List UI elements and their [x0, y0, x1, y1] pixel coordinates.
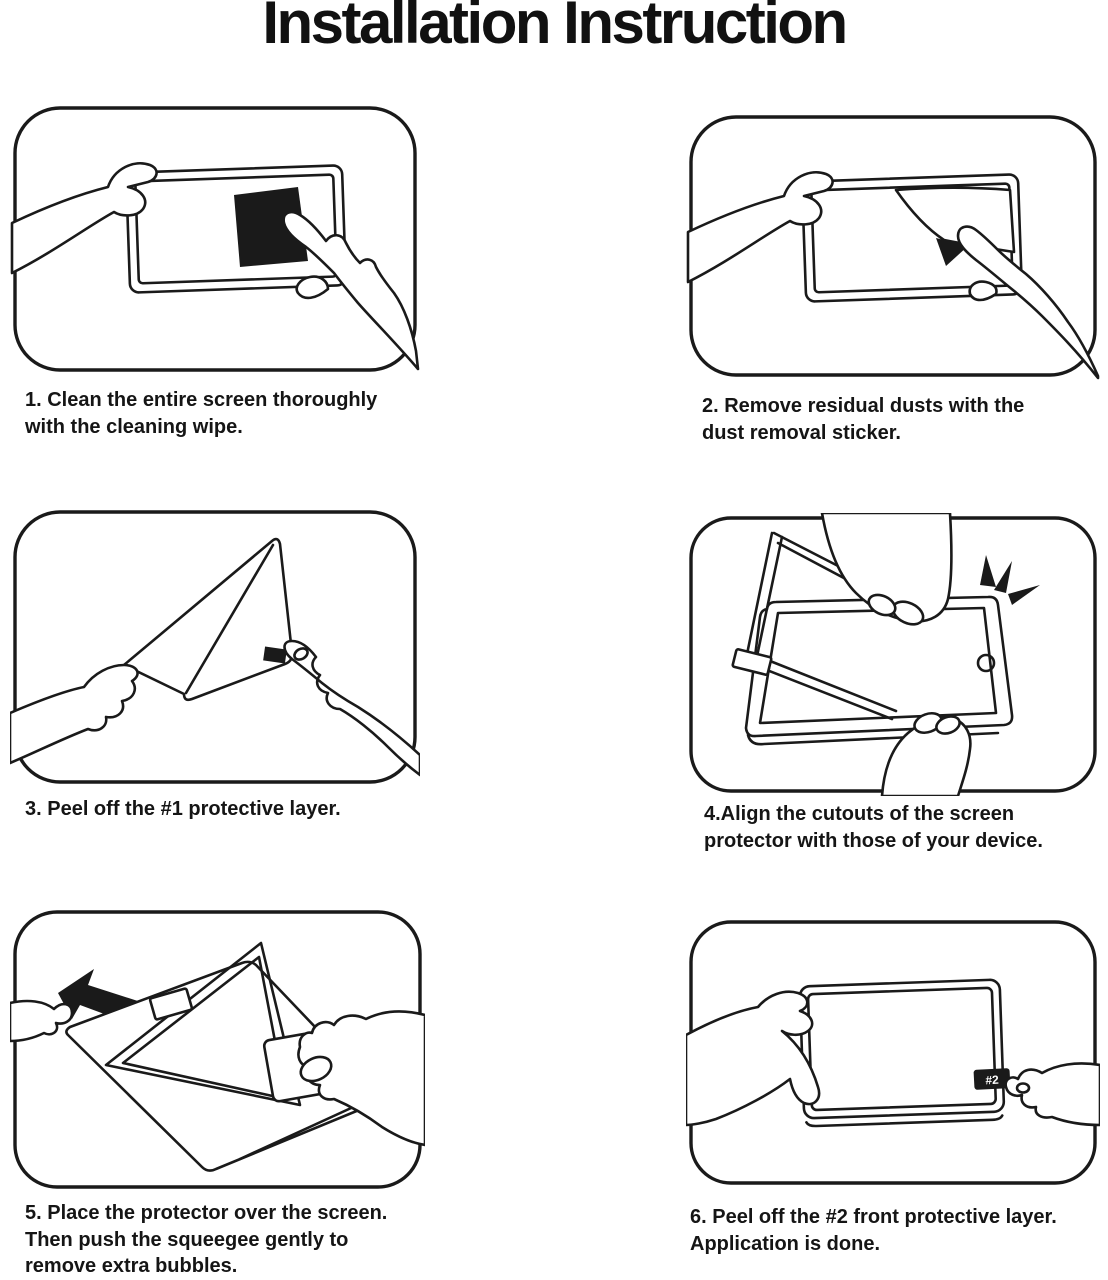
tablet-bottom-edge — [746, 731, 1000, 746]
dust-sticker-illustration — [686, 115, 1100, 380]
step-3-caption: 3. Peel off the #1 protective layer. — [25, 796, 455, 823]
film-crease — [184, 543, 275, 695]
step-4-panel — [686, 511, 1100, 801]
caption-line: Application is done. — [690, 1232, 881, 1255]
caption-line: with the cleaning wipe. — [25, 415, 243, 438]
step-4-caption: 4.Align the cutouts of the screen protec… — [704, 801, 1108, 854]
tab-label: #2 — [985, 1073, 999, 1088]
step-1-panel — [10, 103, 420, 380]
right-thumb — [968, 280, 998, 302]
clean-screen-illustration — [10, 106, 420, 372]
peel-layer1-illustration — [8, 510, 422, 784]
right-hand — [283, 639, 422, 777]
bottom-hand — [880, 711, 972, 798]
page-title: Installation Instruction — [262, 0, 848, 56]
right-thumb — [295, 275, 330, 300]
step-6-caption: 6. Peel off the #2 front protective laye… — [690, 1204, 1108, 1257]
step-5-caption: 5. Place the protector over the screen. … — [25, 1200, 465, 1280]
caption-line: remove extra bubbles. — [25, 1255, 238, 1277]
caption-line: 1. Clean the entire screen thoroughly — [25, 389, 378, 411]
caption-line: Then push the squeegee gently to — [25, 1228, 349, 1251]
pull-tab: #2 — [973, 1068, 1011, 1090]
right-hand — [956, 225, 1100, 380]
caption-line: 6. Peel off the #2 front protective laye… — [690, 1206, 1057, 1228]
tablet — [744, 595, 1014, 738]
caption-line: 4.Align the cutouts of the screen — [704, 803, 1015, 825]
caption-line: 3. Peel off the #1 protective layer. — [25, 798, 341, 820]
left-hand — [10, 162, 158, 275]
white-tab — [731, 648, 773, 676]
cleaning-cloth — [234, 187, 308, 267]
step-3-panel — [8, 507, 422, 792]
step-1-caption: 1. Clean the entire screen thoroughly wi… — [25, 387, 455, 440]
camera-cutout — [976, 653, 996, 673]
right-hand — [282, 210, 420, 371]
alignment-spark — [980, 555, 1040, 605]
pull-tab — [263, 646, 287, 664]
caption-line: dust removal sticker. — [702, 421, 901, 444]
step-2-panel — [686, 112, 1100, 385]
left-hand — [8, 663, 139, 765]
right-hand — [1004, 1062, 1102, 1127]
top-hand — [820, 511, 953, 626]
right-thumb — [299, 1055, 333, 1083]
caption-line: protector with those of your device. — [704, 829, 1043, 852]
left-hand — [8, 999, 74, 1043]
tablet — [798, 978, 1006, 1128]
left-hand — [686, 171, 834, 284]
protective-film — [122, 537, 294, 702]
step-6-panel: #2 — [684, 917, 1102, 1193]
thumb-nail — [1015, 1082, 1031, 1094]
thumb-nail — [293, 647, 309, 661]
peel-layer2-illustration: #2 — [684, 920, 1102, 1185]
left-hand — [684, 990, 821, 1127]
right-hand — [297, 1010, 427, 1147]
squeegee — [148, 987, 194, 1021]
step-5-panel — [8, 907, 427, 1197]
align-cutouts-illustration — [689, 511, 1097, 798]
caption-line: 2. Remove residual dusts with the — [702, 395, 1025, 417]
caption-line: 5. Place the protector over the screen. — [25, 1202, 388, 1224]
squeegee-illustration — [8, 910, 427, 1189]
step-2-caption: 2. Remove residual dusts with the dust r… — [702, 393, 1102, 446]
